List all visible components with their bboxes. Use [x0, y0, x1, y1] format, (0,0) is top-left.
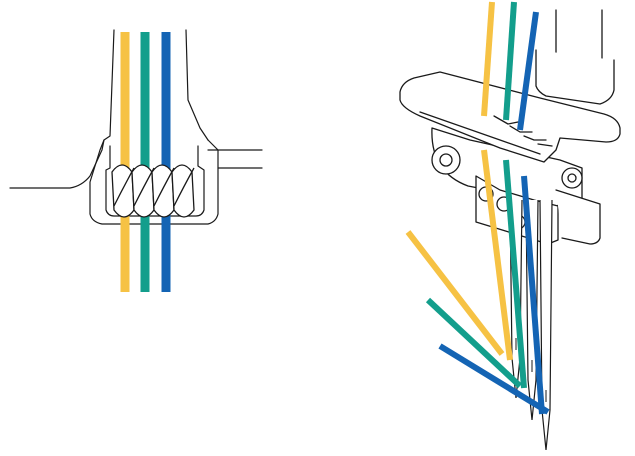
thread-teal-right-seg-1 — [503, 1, 517, 121]
tension-housing — [89, 29, 219, 225]
right-panel-threads — [405, 1, 550, 415]
thread-blue-right-seg-3 — [438, 343, 550, 415]
thread-yellow-right-seg-2 — [481, 149, 513, 361]
thread-teal-right-seg-2 — [503, 159, 527, 389]
tension-inner-bracket — [105, 145, 205, 217]
thread-teal-right-seg-3 — [425, 297, 523, 389]
thread-guide-plate — [399, 71, 621, 163]
side-screw-inner-icon — [567, 173, 577, 183]
tension-housing-right-post — [185, 29, 209, 141]
thread-blue-right-seg-2 — [521, 175, 545, 415]
spring-wire-4 — [173, 167, 195, 207]
tension-right-bar — [207, 149, 263, 169]
needle-bar-clamp — [535, 49, 615, 105]
clamp-screw-inner-icon — [439, 153, 453, 167]
thread-yellow-right-seg-1 — [481, 1, 495, 117]
needle-clamp-side — [555, 189, 601, 245]
left-panel-tension-closeup — [9, 29, 263, 225]
thread-guide-slots — [493, 115, 553, 147]
tension-spring-icon — [111, 164, 195, 218]
thread-guide-lip — [419, 111, 541, 155]
tension-base-arm — [9, 139, 105, 189]
thread-blue-right-seg-1 — [517, 11, 539, 131]
thread-yellow-right-seg-3 — [405, 230, 505, 356]
